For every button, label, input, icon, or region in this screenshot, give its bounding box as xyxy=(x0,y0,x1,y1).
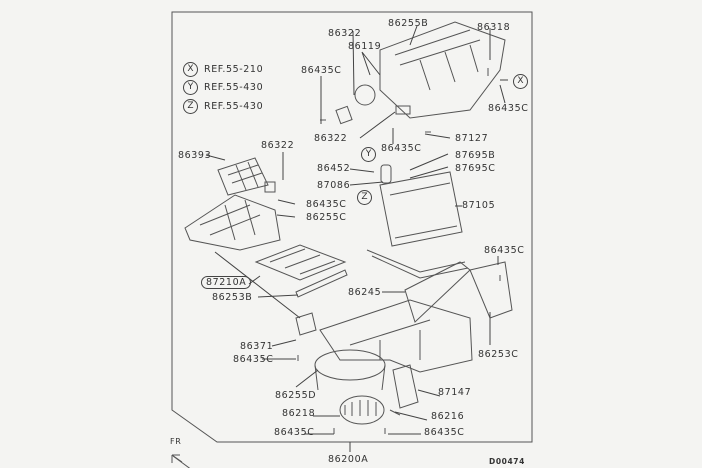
heater-case-upper xyxy=(379,21,506,119)
part-label: 86119 xyxy=(348,41,382,52)
diagram-id: D00474 xyxy=(489,457,525,466)
part-label: 87086 xyxy=(317,180,351,191)
front-arrow xyxy=(171,454,191,468)
resistor-86371 xyxy=(295,312,317,336)
actuator-86119 xyxy=(354,84,376,106)
part-label: 86452 xyxy=(317,163,351,174)
part-label: 86435C xyxy=(484,245,525,256)
part-label: 86255B xyxy=(388,18,429,29)
part-label: 87147 xyxy=(438,387,472,398)
part-label: 86322 xyxy=(314,133,348,144)
part-label: 86435C xyxy=(301,65,342,76)
ref-mark-x: X xyxy=(183,62,198,77)
blower-motor-86218 xyxy=(339,395,385,425)
part-label: 86253C xyxy=(478,349,519,360)
marker-y: Y xyxy=(361,147,376,162)
part-label: 86393 xyxy=(178,150,212,161)
part-label-highlighted: 87210A xyxy=(201,276,252,289)
front-label: FR xyxy=(170,437,182,446)
bracket-86253C xyxy=(469,261,513,319)
ref-mark-z: Z xyxy=(183,99,198,114)
part-label: 86255D xyxy=(275,390,317,401)
part-label: 86318 xyxy=(477,22,511,33)
part-label: 86435C xyxy=(233,354,274,365)
ref-text-x: REF.55-210 xyxy=(204,64,264,75)
part-label: 86435C xyxy=(424,427,465,438)
part-label: 86371 xyxy=(240,341,274,352)
part-label: 87695C xyxy=(455,163,496,174)
filter-87210A xyxy=(254,244,347,281)
blower-case-86255D xyxy=(314,349,386,381)
part-label: 86435C xyxy=(306,199,347,210)
part-label: 86216 xyxy=(431,411,465,422)
ref-text-z: REF.55-430 xyxy=(204,101,264,112)
part-label: 87105 xyxy=(462,200,496,211)
heater-core-86245 xyxy=(404,261,471,323)
part-label: 86322 xyxy=(261,140,295,151)
diagram-frame xyxy=(171,11,533,443)
part-label-assembly: 86200A xyxy=(328,454,369,465)
part-label: 86435C xyxy=(381,143,422,154)
part-label: 86255C xyxy=(306,212,347,223)
ref-mark-y: Y xyxy=(183,80,198,95)
evaporator-87105 xyxy=(379,171,463,247)
part-label: 86245 xyxy=(348,287,382,298)
heater-case-lower xyxy=(319,299,473,373)
marker-z: Z xyxy=(357,190,372,205)
intake-case-86255C xyxy=(184,194,281,251)
marker-x: X xyxy=(513,74,528,89)
part-label: 86435C xyxy=(274,427,315,438)
filter-cover-86393 xyxy=(217,157,269,196)
part-label: 86253B xyxy=(212,292,253,303)
part-label: 86435C xyxy=(488,103,529,114)
part-label: 87695B xyxy=(455,150,496,161)
ref-text-y: REF.55-430 xyxy=(204,82,264,93)
part-label: 86218 xyxy=(282,408,316,419)
module-87147 xyxy=(392,364,419,409)
part-label: 87127 xyxy=(455,133,489,144)
part-label: 86322 xyxy=(328,28,362,39)
